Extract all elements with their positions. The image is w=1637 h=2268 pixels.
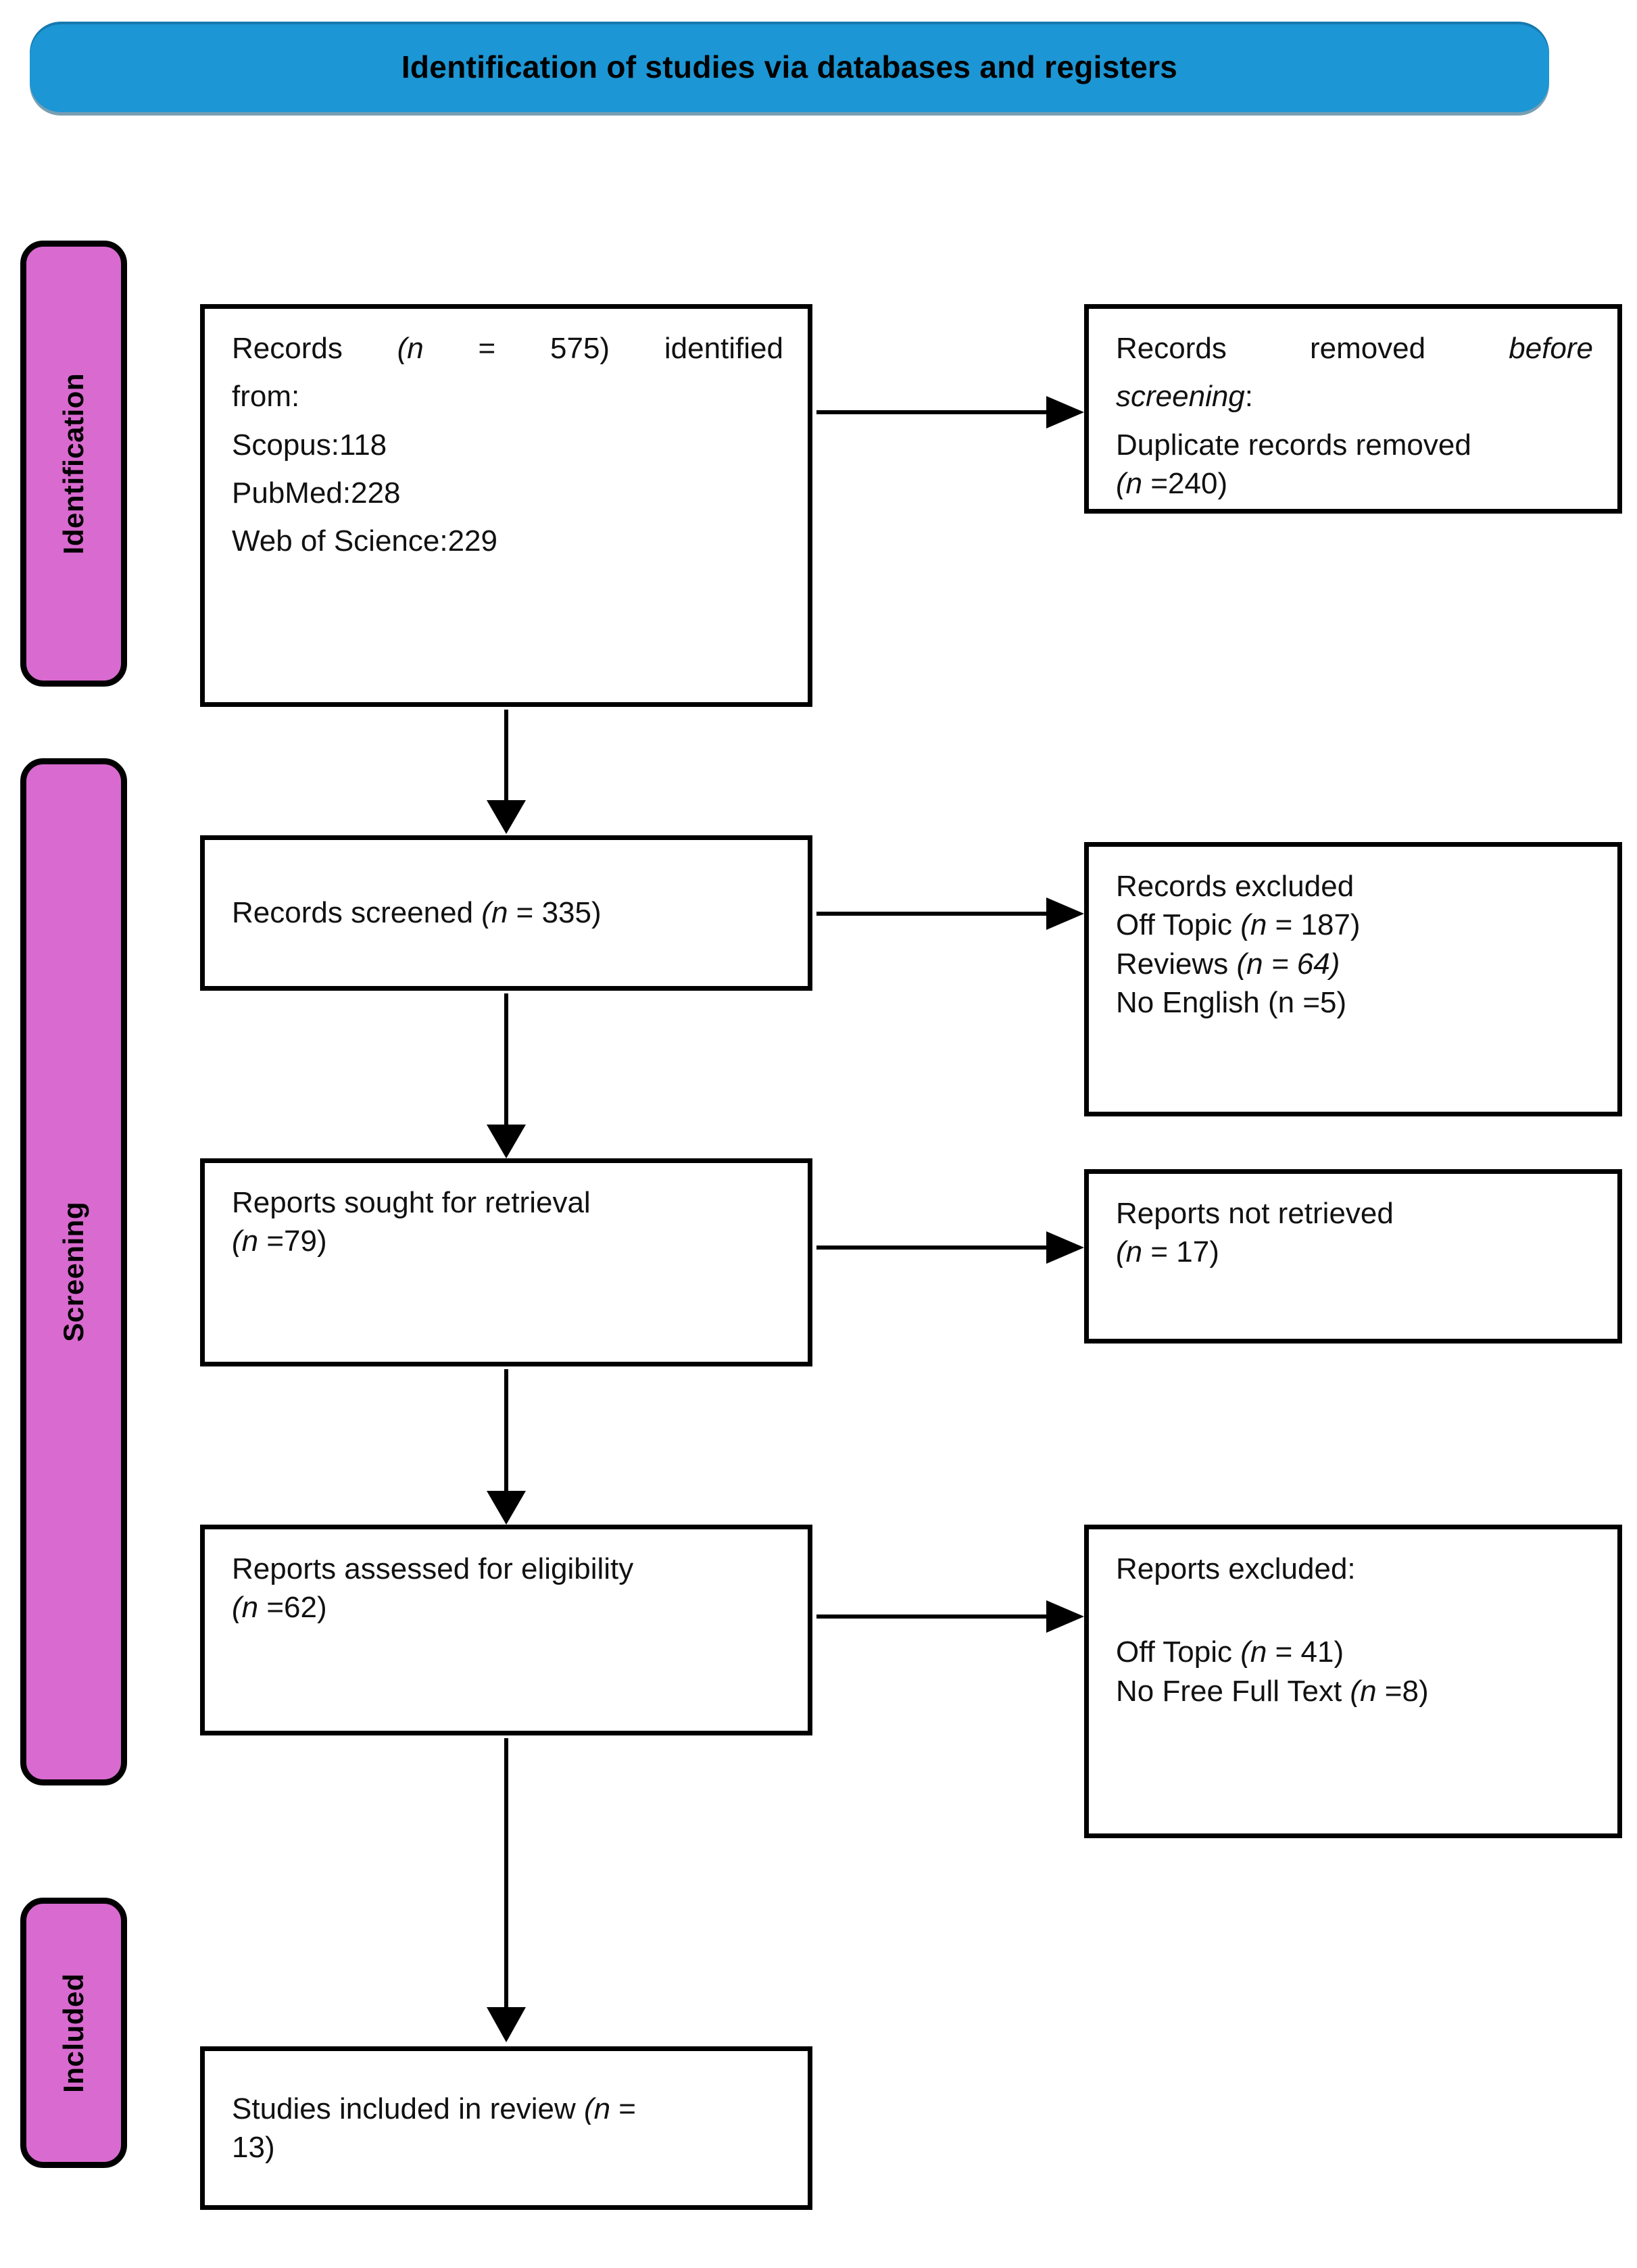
italic-n: (n: [232, 1591, 259, 1625]
box-reports-not-retrieved-line1: Reports not retrieved: [1116, 1197, 1394, 1230]
box-reports-excluded-line2: Off Topic (n = 41): [1116, 1635, 1593, 1669]
italic-n: (n: [1350, 1674, 1377, 1708]
phase-label-included-text: Included: [57, 1973, 89, 2093]
italic-n: (n: [397, 332, 424, 365]
box-records-excluded-line4: No English (n =5): [1116, 985, 1347, 1019]
arrow-assessed-to-included: [483, 1738, 530, 2044]
italic-fragment: = 64): [1263, 947, 1340, 981]
text-fragment: Off Topic: [1116, 908, 1241, 942]
text-fragment: Reviews: [1116, 947, 1237, 981]
box-studies-included-line2: 13): [232, 2131, 275, 2164]
box-reports-not-retrieved: Reports not retrieved (n = 17): [1084, 1169, 1622, 1343]
box-records-screened-line1: Records screened (n = 335): [232, 896, 602, 929]
box-records-identified-line5: Web of Science:229: [232, 524, 497, 558]
box-studies-included-content: Studies included in review (n = 13): [232, 2092, 636, 2165]
italic-n: (n: [1240, 1635, 1267, 1669]
text-fragment: =79): [258, 1225, 327, 1258]
box-reports-sought-line1: Reports sought for retrieval: [232, 1186, 591, 1219]
box-reports-assessed-line2: (n =62): [232, 1591, 783, 1624]
box-records-screened: Records screened (n = 335): [200, 835, 812, 991]
italic-n: (n: [1116, 466, 1143, 500]
box-records-removed-line1: Records removed before: [1116, 332, 1593, 365]
text-fragment: :: [1244, 380, 1254, 414]
box-reports-sought-line2: (n =79): [232, 1225, 783, 1258]
text-fragment: Studies included in review: [232, 2092, 584, 2125]
italic-n: (n: [232, 1225, 259, 1258]
italic-fragment: before: [1509, 332, 1593, 365]
box-reports-sought: Reports sought for retrieval (n =79): [200, 1158, 812, 1366]
box-studies-included-line1: Studies included in review (n =: [232, 2092, 636, 2125]
phase-label-screening: Screening: [20, 758, 127, 1785]
text-fragment: Records: [232, 332, 397, 365]
box-reports-not-retrieved-line2: (n = 17): [1116, 1235, 1593, 1268]
arrow-sought-to-not-retrieved: [816, 1227, 1087, 1268]
phase-label-screening-text: Screening: [57, 1202, 89, 1342]
box-reports-excluded: Reports excluded: Off Topic (n = 41) No …: [1084, 1525, 1622, 1838]
text-fragment: = 17): [1142, 1235, 1219, 1269]
box-records-identified-line3: Scopus:118: [232, 428, 387, 462]
phase-label-included: Included: [20, 1898, 127, 2168]
text-fragment: Records removed: [1116, 332, 1509, 365]
text-fragment: =: [610, 2092, 636, 2125]
text-fragment: = 187): [1267, 908, 1361, 942]
phase-label-identification-text: Identification: [57, 372, 89, 555]
box-reports-excluded-line3: No Free Full Text (n =8): [1116, 1675, 1593, 1708]
text-fragment: Off Topic: [1116, 1635, 1241, 1669]
arrow-sought-to-assessed: [483, 1369, 530, 1526]
text-fragment: =240): [1142, 466, 1228, 500]
box-reports-assessed-line1: Reports assessed for eligibility: [232, 1552, 634, 1585]
box-records-excluded-line3: Reviews (n = 64): [1116, 947, 1593, 981]
italic-n: (n: [1236, 947, 1263, 981]
box-records-removed-line2: screening:: [1116, 380, 1593, 413]
text-fragment: Records screened: [232, 896, 482, 930]
diagram-header-banner: Identification of studies via databases …: [30, 22, 1549, 112]
arrow-screened-to-sought: [483, 993, 530, 1160]
box-studies-included: Studies included in review (n = 13): [200, 2046, 812, 2210]
italic-n: (n: [481, 896, 508, 930]
box-records-removed-line3: Duplicate records removed: [1116, 428, 1471, 462]
text-fragment: = 41): [1267, 1635, 1344, 1669]
box-records-excluded: Records excluded Off Topic (n = 187) Rev…: [1084, 842, 1622, 1116]
page-title: Identification of studies via databases …: [401, 49, 1178, 84]
box-reports-excluded-line1: Reports excluded:: [1116, 1552, 1356, 1585]
box-reports-assessed: Reports assessed for eligibility (n =62): [200, 1525, 812, 1735]
text-fragment: = 575) identified: [423, 332, 783, 365]
italic-n: (n: [1240, 908, 1267, 942]
text-fragment: = 335): [508, 896, 602, 930]
box-records-identified-line1: Records (n = 575) identified: [232, 332, 783, 365]
box-records-identified-line4: PubMed:228: [232, 476, 401, 510]
phase-label-identification: Identification: [20, 241, 127, 687]
arrow-identified-to-screened: [483, 710, 530, 835]
box-records-removed-line4: (n =240): [1116, 467, 1593, 500]
text-fragment: No Free Full Text: [1116, 1674, 1350, 1708]
box-records-excluded-line1: Records excluded: [1116, 870, 1354, 903]
box-records-excluded-line2: Off Topic (n = 187): [1116, 908, 1593, 941]
box-records-identified-line2: from:: [232, 380, 300, 414]
arrow-screened-to-excluded: [816, 893, 1087, 934]
box-records-removed: Records removed before screening: Duplic…: [1084, 304, 1622, 514]
box-records-identified: Records (n = 575) identified from: Scopu…: [200, 304, 812, 707]
italic-n: (n: [1116, 1235, 1143, 1269]
text-fragment: =62): [258, 1591, 327, 1625]
text-fragment: =8): [1376, 1674, 1429, 1708]
italic-fragment: screening: [1116, 380, 1245, 414]
arrow-identified-to-removed: [816, 392, 1087, 433]
arrow-assessed-to-excluded: [816, 1596, 1087, 1637]
italic-n: (n: [583, 2092, 611, 2125]
